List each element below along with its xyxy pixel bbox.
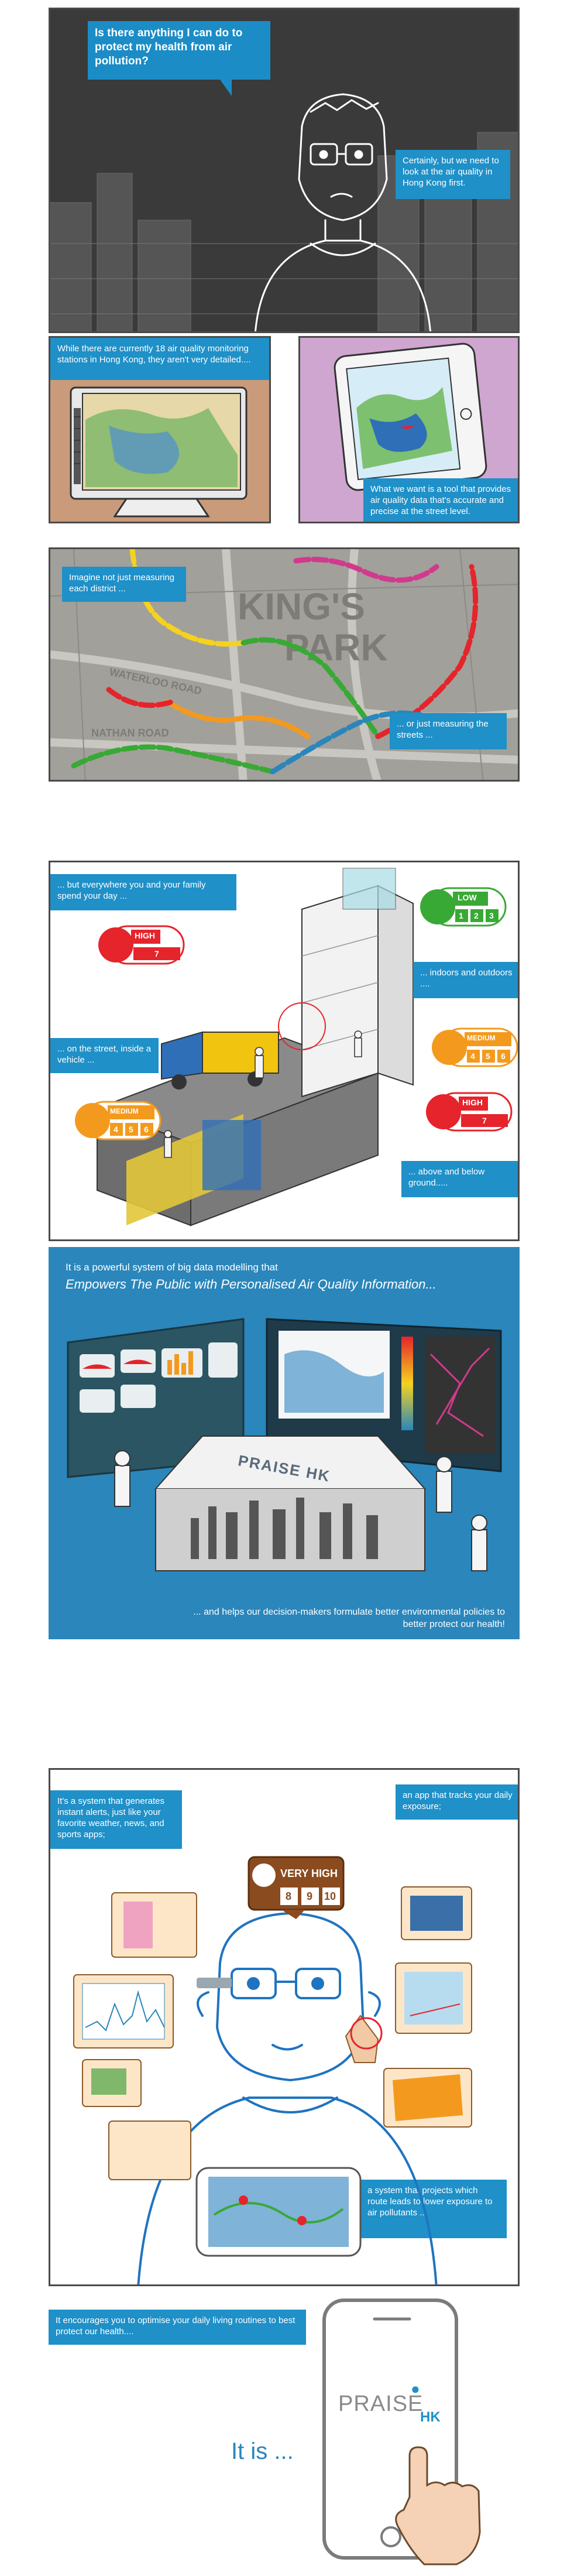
encourage-caption: It encourages you to optimise your daily… xyxy=(49,2310,306,2345)
panel-monitoring-stations: While there are currently 18 air quality… xyxy=(49,336,271,523)
tablet-illustration xyxy=(334,342,487,491)
very-high-num-10: 10 xyxy=(324,1890,336,1902)
streets-caption: ... or just measuring the streets ... xyxy=(390,713,507,749)
monitor-illustration xyxy=(70,386,248,518)
aqhi-medium-left-num-1: 4 xyxy=(114,1125,118,1134)
aqhi-medium-right-num-2: 5 xyxy=(486,1051,490,1061)
question-bubble-tail xyxy=(220,80,232,96)
praise-logo-main: PRAISE xyxy=(338,2392,424,2416)
aqhi-low-num-2: 2 xyxy=(474,911,479,920)
aqhi-medium-left-num-3: 6 xyxy=(144,1125,149,1134)
person-with-apps-illustration xyxy=(73,1886,472,2284)
aqhi-high-left-num: 7 xyxy=(154,949,159,958)
phone-logo-illustration: PRAISE HK ● xyxy=(322,2298,491,2567)
aqhi-low-num-1: 1 xyxy=(459,911,463,920)
tool-caption: What we want is a tool that provides air… xyxy=(363,478,518,522)
very-high-label: VERY HIGH xyxy=(280,1868,338,1879)
aqhi-low-word: LOW xyxy=(458,893,477,902)
very-high-num-8: 8 xyxy=(286,1890,292,1902)
control-room-illustration xyxy=(67,1318,502,1571)
very-high-badge: VERY HIGH 8 9 10 xyxy=(246,1855,346,1919)
panel-street-map: KING'S PARK WATERLOO ROAD NATHAN ROAD Im… xyxy=(49,547,520,782)
aqhi-medium-left-word: MEDIUM xyxy=(110,1107,139,1115)
it-is-text: It is ... xyxy=(231,2438,294,2464)
alerts-caption: It's a system that generates instant ale… xyxy=(50,1790,182,1849)
panel-big-data-system: It is a powerful system of big data mode… xyxy=(49,1247,520,1639)
aqhi-high-right-word: HIGH xyxy=(462,1098,483,1107)
panel-street-level-tool: What we want is a tool that provides air… xyxy=(298,336,520,523)
aqhi-badge-low: LOW 1 2 3 xyxy=(419,886,507,928)
tracks-caption: an app that tracks your daily exposure; xyxy=(396,1784,518,1820)
praise-logo-sub: HK xyxy=(420,2409,441,2425)
system-headline: Empowers The Public with Personalised Ai… xyxy=(66,1277,436,1292)
praise-logo-pin-icon: ● xyxy=(411,2380,420,2397)
very-high-num-9: 9 xyxy=(307,1890,313,1902)
colored-route-lines xyxy=(71,549,479,775)
routes-caption: a system that projects which route leads… xyxy=(360,2180,507,2238)
aqhi-high-left-word: HIGH xyxy=(135,931,155,940)
map-label-nathan: NATHAN ROAD xyxy=(91,727,169,739)
aqhi-badge-high-right: HIGH 7 xyxy=(425,1091,513,1133)
system-footer-text: ... and helps our decision-makers formul… xyxy=(193,1607,505,1629)
aqhi-medium-right-num-1: 4 xyxy=(470,1051,475,1061)
system-intro-text: It is a powerful system of big data mode… xyxy=(66,1262,278,1273)
aqhi-medium-left-num-2: 5 xyxy=(129,1125,133,1134)
aqhi-badge-medium-right: MEDIUM 4 5 6 xyxy=(431,1026,518,1068)
aqhi-badge-high-left: HIGH 7 xyxy=(97,924,185,966)
aqhi-medium-right-num-3: 6 xyxy=(501,1051,506,1061)
building-cutaway-illustration xyxy=(95,868,414,1227)
panel-app-features: It's a system that generates instant ale… xyxy=(49,1768,520,2286)
aqhi-high-right-num: 7 xyxy=(482,1116,487,1125)
aqhi-badge-medium-left: MEDIUM 4 5 6 xyxy=(74,1099,161,1142)
panel-intro-question: Is there anything I can do to protect my… xyxy=(49,8,520,333)
above-below-caption: ... above and below ground..... xyxy=(401,1161,518,1197)
aqhi-medium-right-word: MEDIUM xyxy=(467,1034,496,1042)
person-illustration xyxy=(255,93,431,331)
indoors-outdoors-caption: ... indoors and outdoors .... xyxy=(413,962,518,998)
map-label-kings: KING'S xyxy=(238,585,365,628)
answer-bubble: Certainly, but we need to look at the ai… xyxy=(396,150,510,199)
stations-caption: While there are currently 18 air quality… xyxy=(50,338,269,380)
aqhi-low-num-3: 3 xyxy=(489,911,494,920)
district-caption: Imagine not just measuring each district… xyxy=(62,567,186,602)
panel-everywhere: ... but everywhere you and your family s… xyxy=(49,861,520,1241)
street-vehicle-caption: ... on the street, inside a vehicle ... xyxy=(50,1038,159,1073)
question-bubble: Is there anything I can do to protect my… xyxy=(88,21,270,80)
family-day-caption: ... but everywhere you and your family s… xyxy=(50,874,236,910)
